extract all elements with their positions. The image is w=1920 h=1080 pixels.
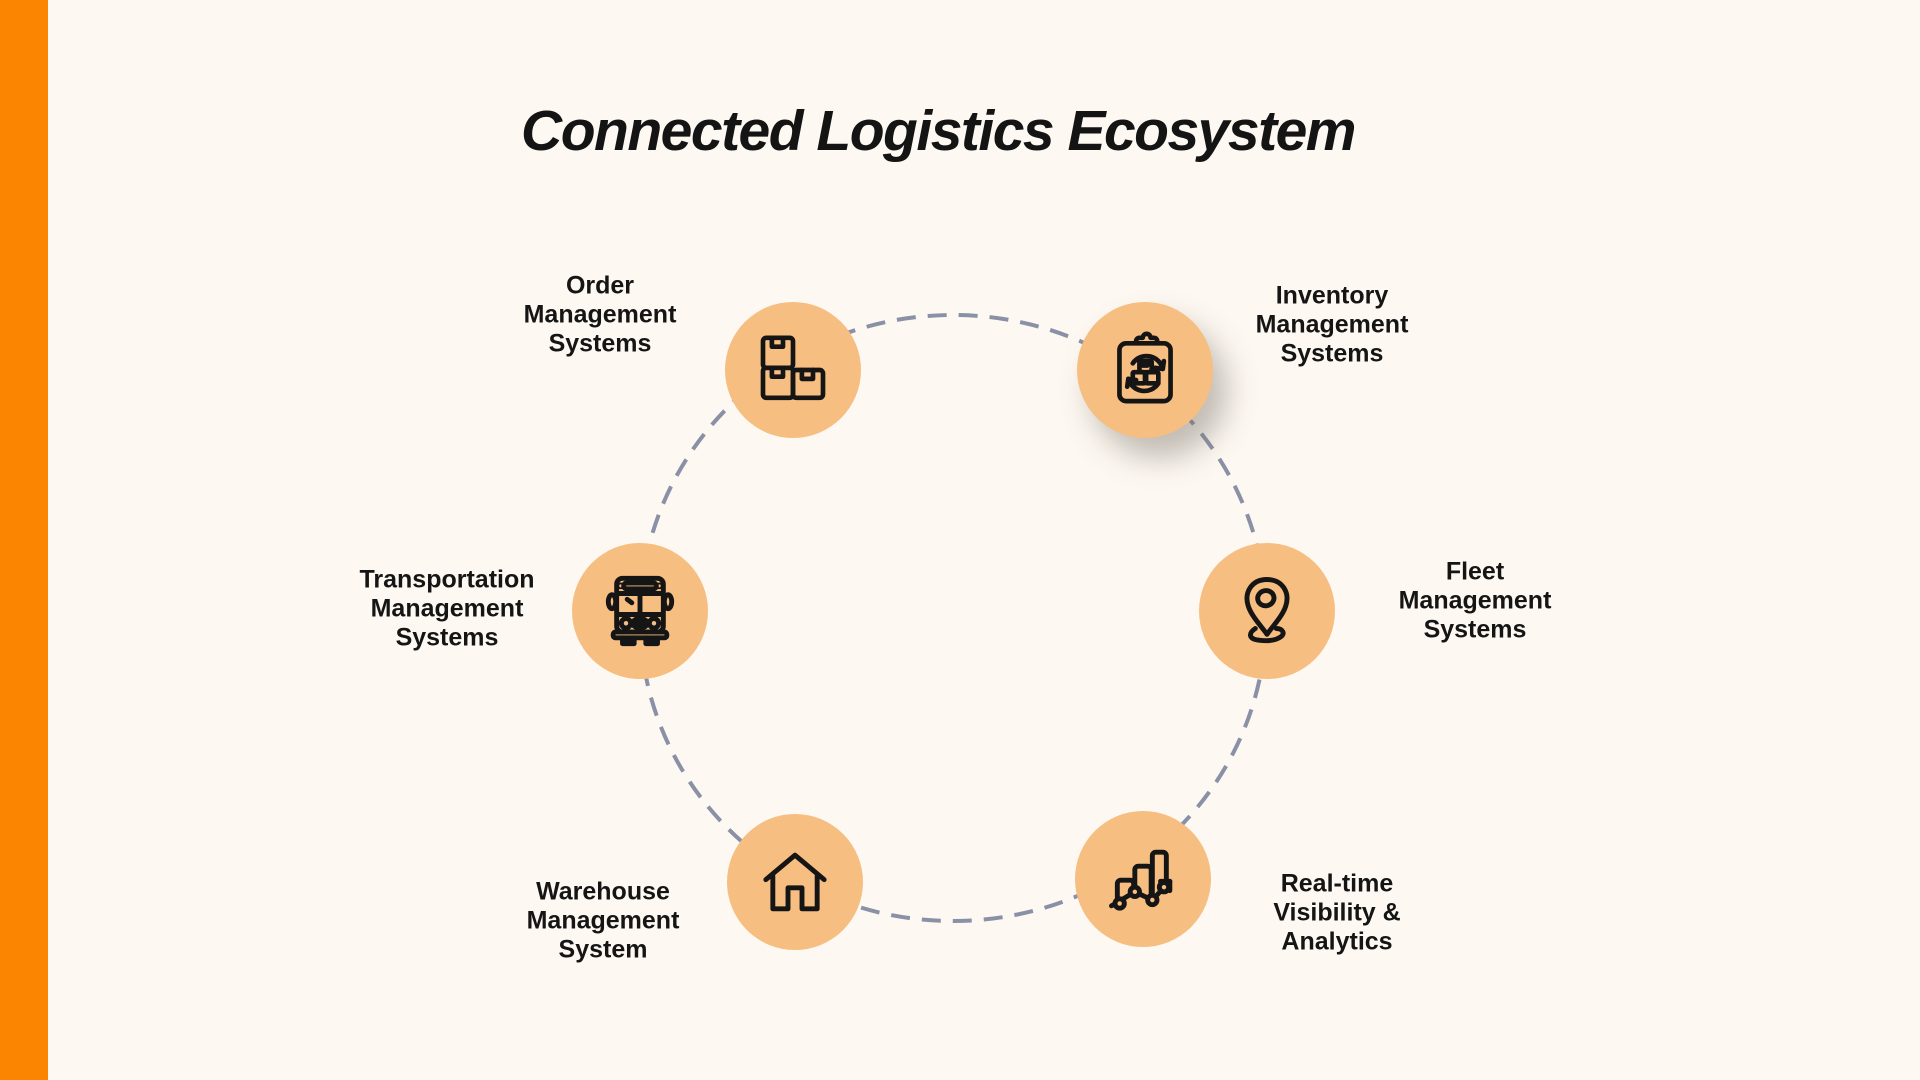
node-label-inventory: Inventory Management Systems xyxy=(1255,281,1409,368)
bar-chart-growth-icon xyxy=(1109,849,1173,911)
node-label-realtime: Real-time Visibility & Analytics xyxy=(1273,869,1401,956)
node-realtime-analytics xyxy=(1075,811,1211,947)
location-pin-icon xyxy=(1244,577,1290,644)
node-label-order: Order Management Systems xyxy=(523,271,677,358)
clipboard-cycle-icon xyxy=(1117,331,1173,404)
node-fleet-management xyxy=(1199,543,1335,679)
stacked-boxes-icon xyxy=(760,335,826,401)
node-warehouse-management xyxy=(727,814,863,950)
node-transportation-management xyxy=(572,543,708,679)
node-label-fleet: Fleet Management Systems xyxy=(1398,557,1552,644)
node-label-warehouse: Warehouse Management System xyxy=(526,877,680,964)
accent-bar xyxy=(0,0,48,1080)
page-title: Connected Logistics Ecosystem xyxy=(521,99,1356,164)
house-icon xyxy=(763,852,827,912)
node-label-transportation: Transportation Management Systems xyxy=(359,565,535,652)
bus-front-icon xyxy=(605,575,675,647)
node-inventory-management xyxy=(1077,302,1213,438)
node-order-management xyxy=(725,302,861,438)
